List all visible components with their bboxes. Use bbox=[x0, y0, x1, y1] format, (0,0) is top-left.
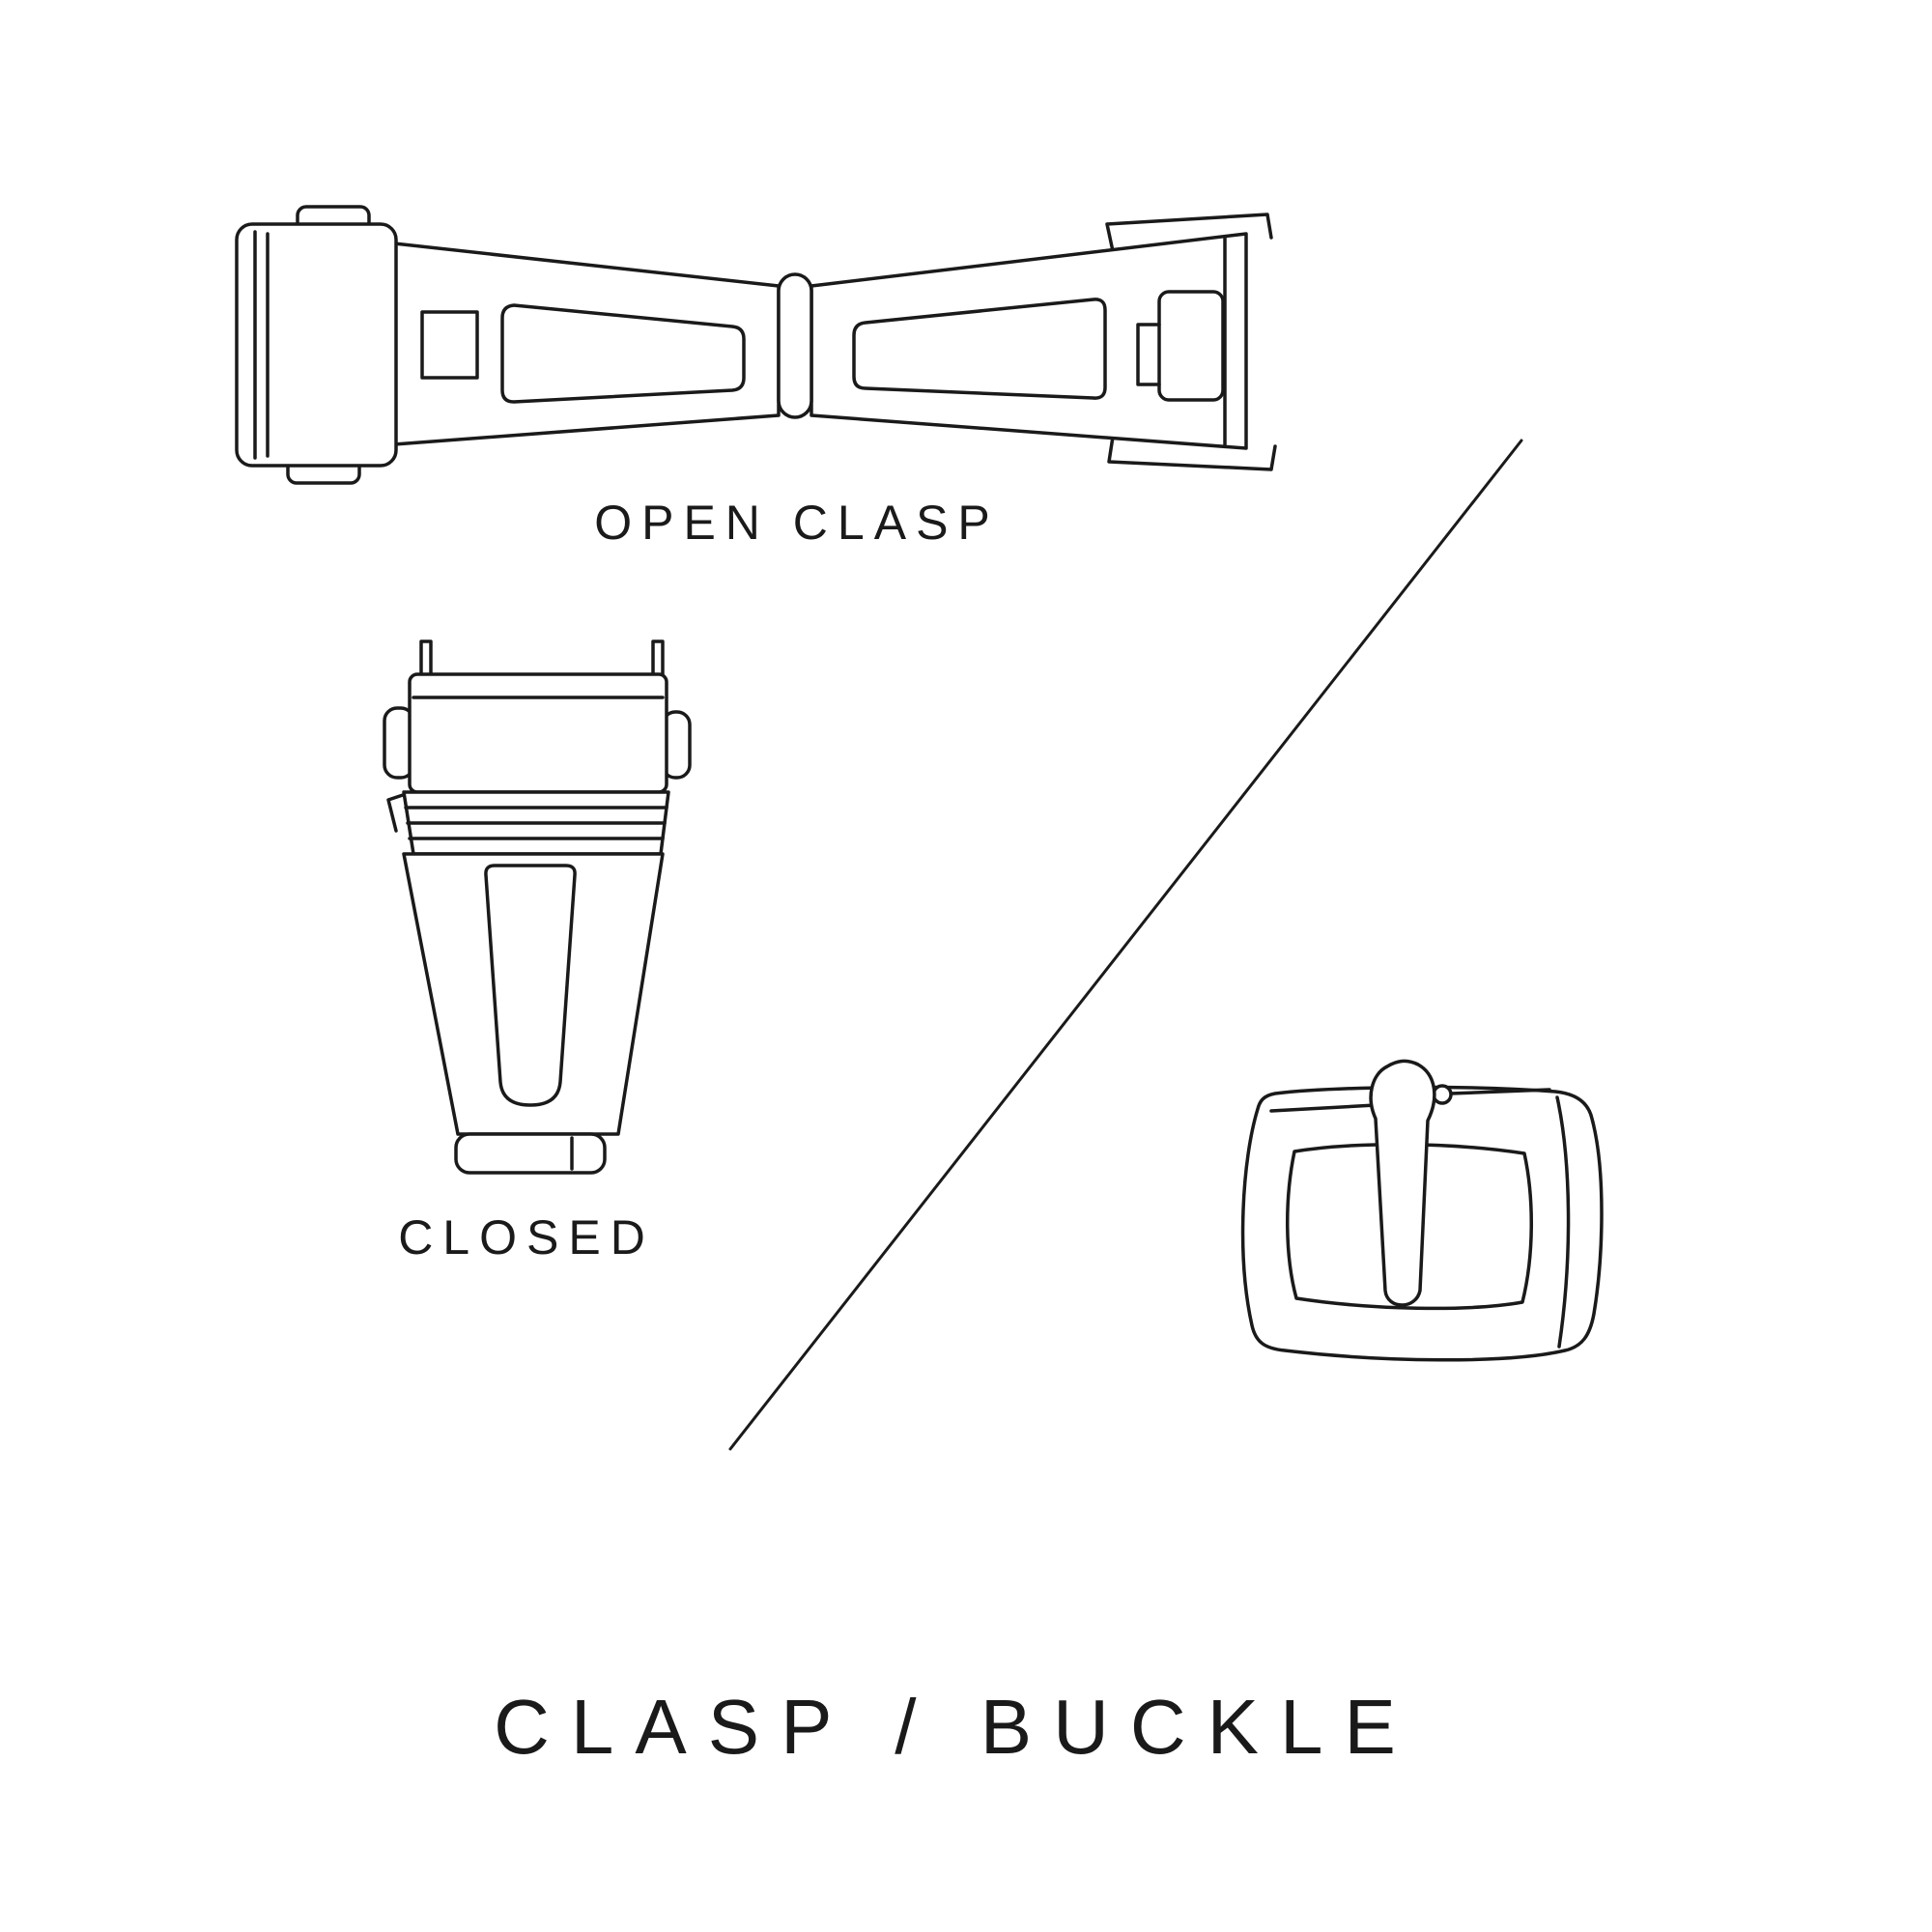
end-link-block bbox=[235, 222, 398, 468]
clasp-center-hinge bbox=[777, 272, 813, 419]
clasp-left-inner-outline bbox=[500, 303, 746, 404]
buckle-pin-left bbox=[1269, 1103, 1378, 1113]
buckle-illustration bbox=[1240, 1059, 1604, 1362]
closed-clasp-end-bar bbox=[454, 1132, 607, 1175]
buckle-tongue bbox=[1369, 1059, 1436, 1307]
buckle-right-rim bbox=[1555, 1095, 1571, 1349]
diagonal-divider-line bbox=[728, 439, 1523, 1451]
closed-clasp-cover bbox=[408, 672, 668, 794]
clasp-right-catch bbox=[1157, 290, 1225, 402]
buckle-pin-loop bbox=[1432, 1084, 1453, 1105]
closed-clasp-illustration bbox=[383, 639, 692, 1175]
closed-clasp-inner-slot bbox=[484, 864, 577, 1107]
closed-clasp-label: CLOSED bbox=[398, 1210, 655, 1264]
open-clasp-illustration bbox=[235, 205, 1277, 485]
clasp-right-bottom-flare bbox=[1107, 435, 1277, 471]
buckle-pin-right bbox=[1449, 1088, 1551, 1095]
closed-clasp-body bbox=[402, 852, 665, 1136]
clasp-left-notch bbox=[420, 310, 479, 380]
clasp-right-inner-outline bbox=[852, 298, 1107, 400]
clasp-right-catch-notch bbox=[1136, 323, 1161, 386]
clasp-right-top-flare bbox=[1105, 213, 1273, 253]
open-clasp-label: OPEN CLASP bbox=[594, 496, 1000, 550]
page-title: CLASP / BUCKLE bbox=[494, 1684, 1417, 1770]
closed-clasp-side-tab bbox=[386, 792, 408, 833]
